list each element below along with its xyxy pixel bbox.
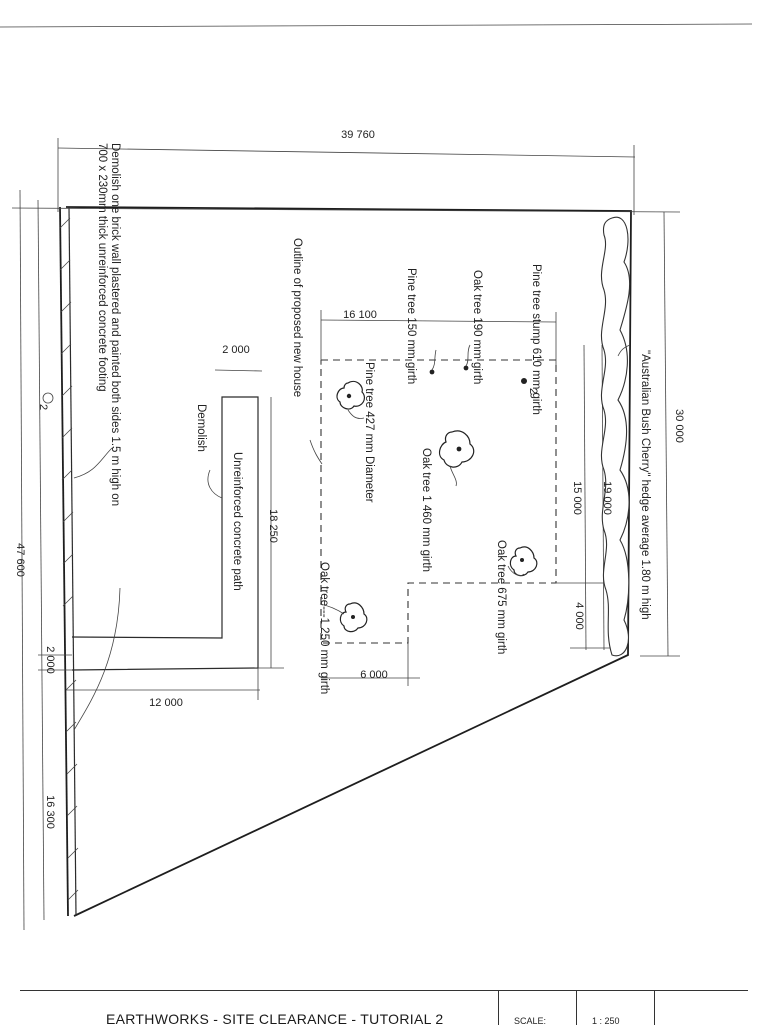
dim-house-width: 16 100 — [343, 309, 377, 321]
dim-top-width: 39 760 — [341, 129, 375, 141]
left-reference-circle — [42, 392, 54, 404]
label-oak-190: Oak tree 190 mm girth — [471, 270, 483, 384]
oak-tree-675-icon — [509, 546, 538, 577]
label-oak-1460: Oak tree 1 460 mm girth — [420, 448, 432, 572]
label-pine-stump: Pine tree stump 610 mm girth — [530, 264, 542, 415]
dim-right-height: 30 000 — [673, 409, 685, 443]
label-pine-427: Pine tree 427 mm Diameter — [363, 362, 375, 503]
hedge-cherry — [600, 216, 631, 657]
title-block-divider — [654, 991, 655, 1025]
label-pine-150: Pine tree 150 mm girth — [405, 268, 417, 384]
title-block-divider — [576, 991, 577, 1025]
boundary-wall-outer — [59, 206, 69, 917]
dim-gap-2000: 2 000 — [44, 646, 56, 674]
pine-stump-icon — [521, 378, 527, 384]
wall-note-line1: Demolish one brick wall plastered and pa… — [109, 143, 121, 506]
scan-edge-line — [0, 23, 753, 28]
label-demolish: Demolish — [195, 404, 207, 452]
label-house-outline: Outline of proposed new house — [291, 238, 303, 397]
dim-path-length: 18 250 — [267, 509, 279, 543]
tree-symbols — [42, 365, 538, 633]
title-block-divider — [498, 991, 499, 1025]
dim-house-6000: 6 000 — [360, 669, 388, 681]
label-oak-675: Oak tree 675 mm girth — [495, 540, 507, 654]
dim-bottom-12000: 12 000 — [149, 697, 183, 709]
label-concrete-path: Unreinforced concrete path — [231, 452, 243, 591]
dim-path-width: 2 000 — [222, 344, 250, 356]
site-boundary — [65, 206, 632, 917]
label-oak-1250: Oak tree---1 250 mm girth — [318, 562, 330, 694]
dim-right-15000: 15 000 — [571, 481, 583, 515]
concrete-path-outline — [71, 396, 259, 671]
dim-right-4000: 4 000 — [573, 602, 585, 630]
label-hedge: "Australian Bush Cherry" hedge average 1… — [639, 350, 651, 620]
wall-hatching — [59, 217, 79, 901]
dim-bottom-16300: 16 300 — [44, 795, 56, 829]
drawing-title: EARTHWORKS - SITE CLEARANCE - TUTORIAL 2 — [106, 1011, 444, 1027]
boundary-wall-inner — [68, 206, 77, 917]
title-block: EARTHWORKS - SITE CLEARANCE - TUTORIAL 2… — [20, 990, 748, 1027]
oak-tree-190-icon — [463, 365, 469, 371]
left-mark: 2 — [37, 404, 49, 410]
wall-note-line2: 700 x 230mm thick unreinforced concrete … — [96, 143, 108, 392]
stump-mark: 2 — [527, 388, 539, 394]
dim-right-19000: 19 000 — [601, 481, 613, 515]
scale-value: 1 : 250 — [592, 1016, 620, 1026]
scale-label: SCALE: — [514, 1016, 547, 1026]
dim-left-height: 47 600 — [14, 543, 26, 577]
oak-tree-1460-icon — [438, 430, 475, 468]
leader-lines — [73, 344, 631, 731]
pine-tree-150-icon — [429, 369, 435, 375]
